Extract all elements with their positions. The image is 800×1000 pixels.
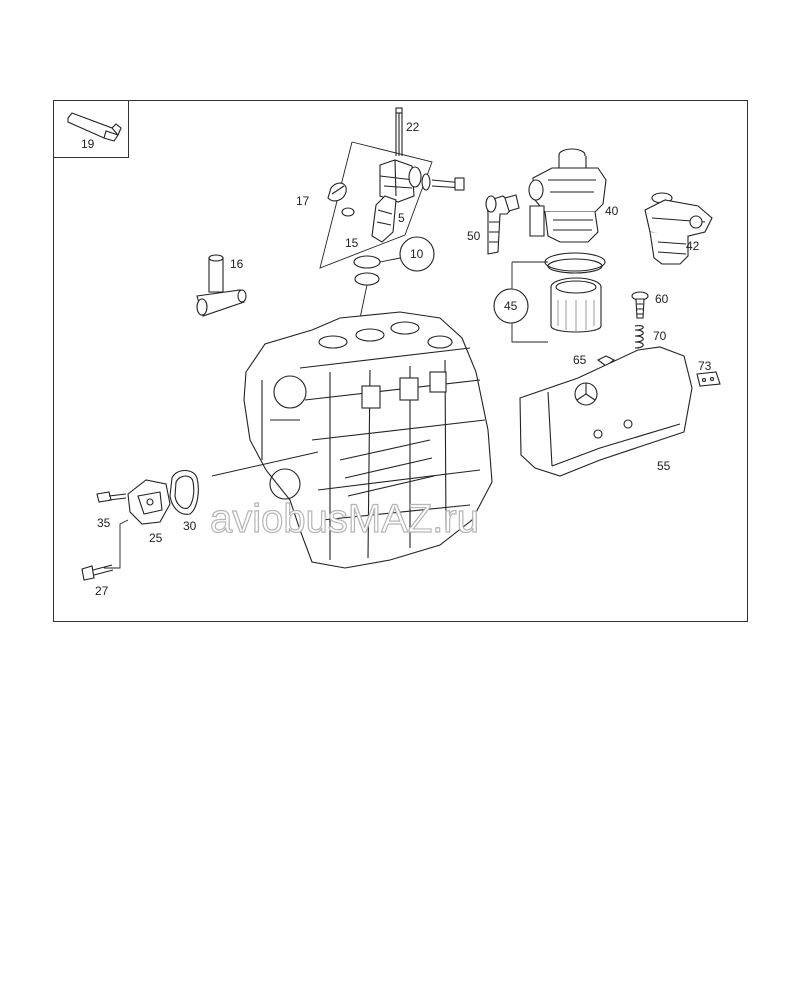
label-50: 50	[467, 229, 481, 243]
label-22: 22	[406, 120, 420, 134]
part-73-bracket	[696, 371, 721, 387]
part-5-pump-element	[327, 159, 465, 243]
diagram-frame	[53, 100, 748, 622]
part-16-t-fitting	[196, 254, 247, 317]
engine-block	[211, 311, 493, 569]
label-30: 30	[183, 519, 197, 533]
part-27-bolt	[81, 519, 129, 581]
part-60-screw	[631, 291, 649, 319]
watermark: aviobusMAZ.ru	[210, 497, 479, 541]
label-42: 42	[686, 239, 700, 253]
part-25-plate	[127, 479, 171, 525]
label-55: 55	[657, 459, 671, 473]
part-70-spring	[634, 325, 644, 349]
part-35-bolt	[96, 491, 127, 503]
part-40-filter-housing	[528, 148, 607, 243]
inset-box-tube	[53, 100, 129, 158]
label-70: 70	[653, 329, 667, 343]
label-60: 60	[655, 292, 669, 306]
label-15: 15	[345, 236, 359, 250]
part-45-filter-element	[493, 252, 606, 343]
part-10-seal-rings	[347, 236, 435, 376]
label-17: 17	[296, 194, 310, 208]
part-19-tube	[67, 112, 122, 142]
label-10: 10	[410, 247, 424, 261]
part-65-clip	[596, 355, 616, 367]
label-25: 25	[149, 531, 163, 545]
label-35: 35	[97, 516, 111, 530]
label-19: 19	[81, 137, 95, 151]
label-45: 45	[504, 299, 518, 313]
part-17-assembly-outline	[319, 141, 433, 269]
label-73: 73	[698, 359, 712, 373]
label-40: 40	[605, 204, 619, 218]
label-5: 5	[398, 211, 405, 225]
part-30-gasket	[169, 469, 199, 515]
part-42-pump	[644, 192, 713, 265]
label-16: 16	[230, 257, 244, 271]
label-27: 27	[95, 584, 109, 598]
part-55-cover	[519, 346, 693, 477]
part-50-elbow-fitting	[485, 194, 520, 255]
part-22-bolt	[395, 107, 403, 156]
label-65: 65	[573, 353, 587, 367]
